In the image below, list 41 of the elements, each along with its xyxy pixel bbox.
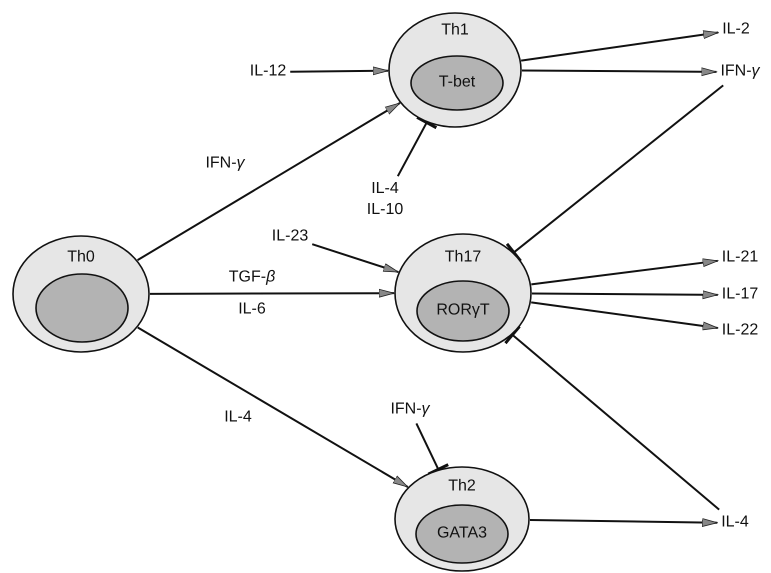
cytokine-label: IL-4 IL-10 bbox=[361, 179, 409, 221]
arrow bbox=[520, 30, 719, 62]
arrow bbox=[522, 67, 717, 76]
transcription-factor-label: T-bet bbox=[438, 72, 476, 93]
cell-type-label: Th0 bbox=[67, 248, 95, 268]
cell-ellipse bbox=[394, 466, 530, 572]
arrow bbox=[137, 102, 400, 261]
arrow bbox=[531, 301, 718, 330]
arrow bbox=[290, 66, 388, 76]
cytokine-label: IFN-γ bbox=[390, 400, 430, 420]
cytokine-label: IFN-γ bbox=[720, 62, 760, 82]
cytokine-label: IL-21 bbox=[722, 248, 758, 268]
inhibition-line bbox=[504, 324, 720, 510]
nucleus-ellipse bbox=[35, 273, 129, 343]
cell-type-label: Th1 bbox=[441, 20, 469, 41]
cytokine-label: IL-4 bbox=[721, 512, 749, 534]
inhibition-line bbox=[415, 422, 450, 476]
transcription-factor-label: GATA3 bbox=[436, 524, 488, 544]
cytokine-label: IL-2 bbox=[722, 20, 750, 40]
arrow bbox=[312, 243, 399, 274]
arrow bbox=[531, 258, 718, 286]
cytokine-label: IL-17 bbox=[722, 284, 758, 306]
cytokine-label: IL-22 bbox=[722, 320, 758, 342]
cell-ellipse bbox=[388, 12, 522, 128]
cytokine-label: IL-12 bbox=[250, 62, 286, 82]
cell-type-label: Th17 bbox=[444, 248, 482, 268]
cytokine-label: IL-23 bbox=[272, 226, 308, 248]
inhibition-line bbox=[396, 116, 438, 177]
nucleus-ellipse bbox=[410, 55, 504, 111]
inhibition-line bbox=[505, 84, 724, 263]
arrow bbox=[137, 326, 408, 488]
cell-ellipse bbox=[394, 233, 532, 353]
cell-ellipse bbox=[12, 235, 150, 353]
cell-type-label: Th2 bbox=[448, 476, 476, 497]
arrow bbox=[530, 518, 718, 527]
edge-label: TGF-β bbox=[226, 267, 278, 287]
arrow bbox=[150, 288, 394, 298]
nucleus-ellipse bbox=[416, 280, 510, 342]
nucleus-ellipse bbox=[415, 504, 509, 564]
arrow bbox=[532, 290, 718, 300]
transcription-factor-label: RORγT bbox=[436, 300, 490, 321]
